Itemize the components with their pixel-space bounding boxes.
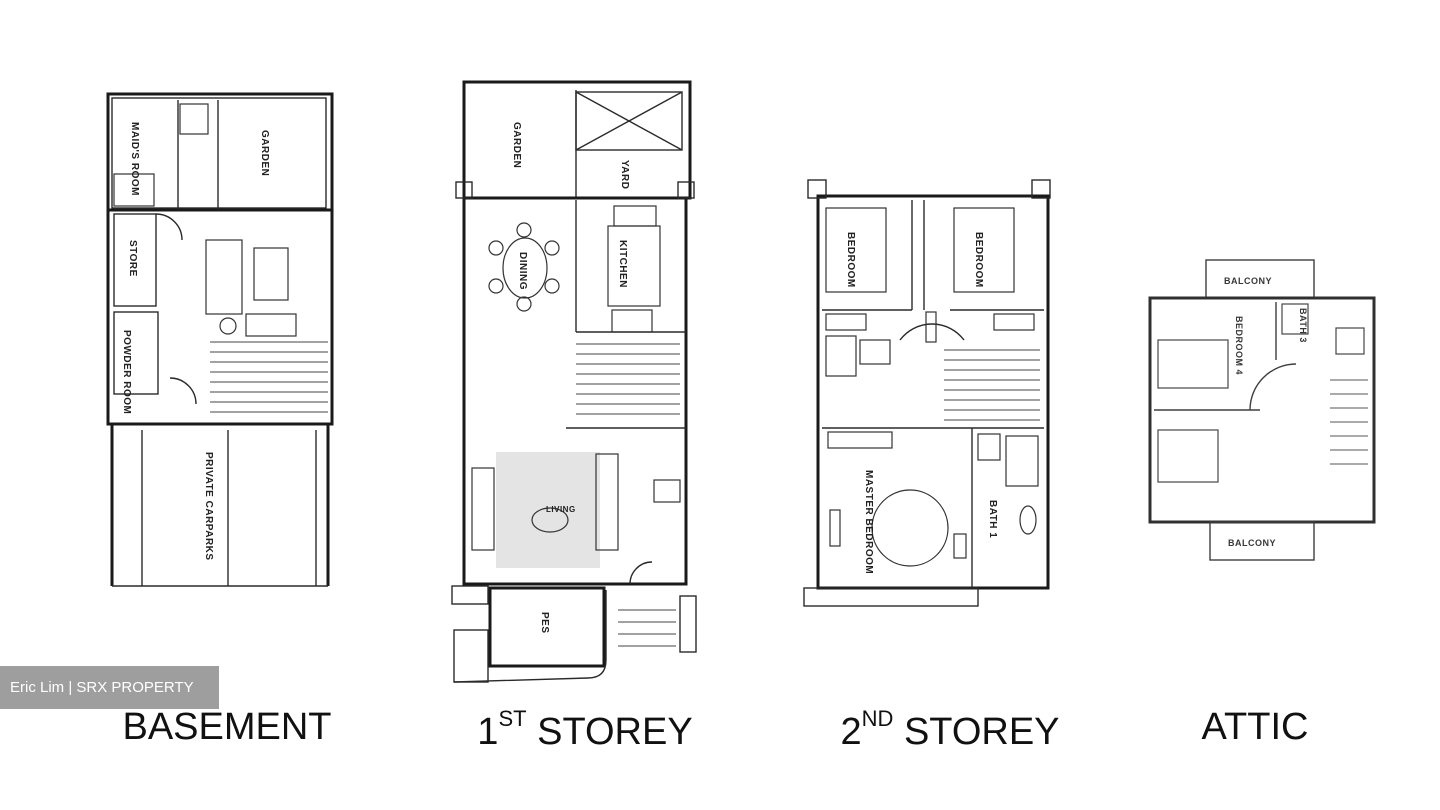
room-label-living: LIVING [546,505,576,514]
room-label-master-bedroom: MASTER BEDROOM [863,470,874,574]
room-label-balcony-top: BALCONY [1224,276,1272,286]
room-label-pes: PES [539,612,550,634]
caption-second-number: 2 [840,711,862,753]
attic-plan: BALCONY BEDROOM 4 BATH 3 BALCONY [1148,259,1376,561]
room-label-garden-1st: GARDEN [511,122,522,168]
room-label-bath-1: BATH 1 [987,500,998,538]
caption-second-text: STOREY [893,711,1060,753]
first-storey-plan: GARDEN YARD DINING KITCHEN LIVING PES [451,80,697,683]
caption-first-suffix: ST [498,706,527,731]
room-label-kitchen: KITCHEN [617,240,628,288]
room-label-maids-room: MAID'S ROOM [129,122,140,196]
room-label-dining: DINING [517,252,528,290]
basement-stairs [210,341,328,413]
caption-attic-text: ATTIC [1201,706,1309,748]
room-label-bedroom-right: BEDROOM [973,232,984,288]
room-label-private-carpark: PRIVATE CARPARKS [203,452,214,561]
caption-first-number: 1 [477,711,499,753]
caption-first-text: STOREY [526,711,693,753]
room-label-balcony-bottom: BALCONY [1228,538,1276,548]
caption-basement-text: BASEMENT [122,706,332,748]
caption-basement: BASEMENT [122,706,331,749]
room-label-bedroom-left: BEDROOM [845,232,856,288]
room-label-yard: YARD [619,160,630,189]
basement-plan: MAID'S ROOM GARDEN STORE POWDER ROOM PRI… [106,92,334,587]
second-storey-stairs [944,349,1040,421]
room-label-powder-room: POWDER ROOM [121,330,132,414]
first-storey-entrance-steps [618,609,676,647]
caption-second-storey: 2ND STOREY [840,706,1059,754]
second-storey-plan: BEDROOM BEDROOM MASTER BEDROOM BATH 1 [803,179,1051,607]
room-label-store: STORE [127,240,138,277]
room-label-bath-3: BATH 3 [1298,308,1308,343]
caption-second-suffix: ND [861,706,894,731]
dining-table [488,222,560,312]
watermark-credit: Eric Lim | SRX PROPERTY [0,666,219,709]
caption-attic: ATTIC [1202,706,1309,749]
attic-stairs [1330,379,1368,465]
room-label-garden: GARDEN [259,130,270,176]
room-label-bedroom-4: BEDROOM 4 [1234,316,1244,375]
first-storey-stairs [576,343,680,415]
caption-first-storey: 1ST STOREY [477,706,692,754]
